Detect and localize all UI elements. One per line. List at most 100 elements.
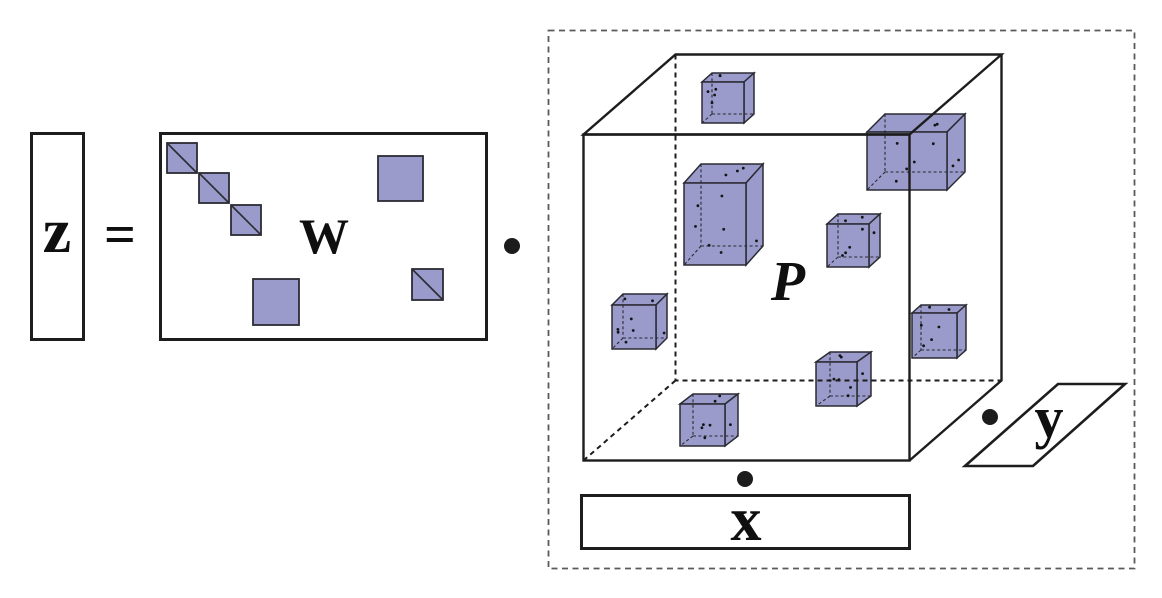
scatter-dot [844, 219, 847, 223]
x-vector-box [580, 494, 911, 550]
scatter-dot [718, 74, 722, 78]
scatter-dot [720, 194, 724, 198]
scatter-dot [846, 394, 850, 398]
tensor-cube [825, 212, 882, 269]
scatter-dot [741, 166, 745, 170]
scatter-dot [702, 423, 705, 426]
scatter-dot [631, 329, 635, 332]
w-label: W [299, 208, 349, 264]
scatter-dot [629, 317, 633, 321]
cube-front-face [683, 182, 747, 266]
scatter-dot [937, 325, 941, 329]
multiply-dot-2 [737, 471, 753, 487]
cube-front-face [911, 312, 958, 359]
scatter-dot [841, 254, 844, 257]
scatter-dot [714, 87, 718, 91]
scatter-dot [707, 243, 711, 247]
cube-hidden-edge [826, 256, 839, 268]
scatter-dot [719, 251, 723, 254]
scatter-dot [616, 330, 620, 334]
scatter-dot [861, 227, 864, 231]
cube-front-face [826, 223, 870, 268]
scatter-dot [872, 231, 876, 235]
cube-front-face [701, 81, 745, 124]
scatter-dot [662, 331, 666, 335]
tensor-box-hidden-edges [582, 54, 1002, 462]
scatter-dot [930, 338, 933, 341]
scatter-dot [724, 173, 728, 177]
tensor-cube [677, 392, 741, 448]
tensor-box-right-face [908, 54, 1003, 462]
scatter-dot [755, 239, 758, 243]
scatter-dot [651, 299, 654, 303]
scatter-dot [713, 93, 716, 97]
scatter-dot [894, 179, 898, 183]
scatter-dot [710, 101, 714, 105]
cube-hidden-edge [911, 349, 922, 359]
scatter-dot [919, 323, 923, 327]
w-block [230, 204, 262, 236]
w-block [166, 142, 198, 174]
w-block-diagonal [198, 172, 230, 204]
scatter-dot [912, 160, 916, 164]
w-block-diagonal [230, 204, 262, 236]
equals-sign: = [104, 204, 136, 266]
scatter-dot [895, 142, 899, 145]
scatter-dot [922, 344, 925, 348]
scatter-dot [713, 399, 717, 403]
w-matrix-box [159, 132, 488, 341]
scatter-dot [703, 436, 707, 440]
tensor-cubes [610, 71, 968, 448]
tensor-cube [682, 162, 765, 267]
scatter-dot [718, 394, 722, 398]
cube-hidden-edge [815, 395, 831, 407]
cube-front-face [866, 131, 948, 191]
scatter-dot [933, 123, 937, 127]
scatter-dot [616, 328, 620, 331]
cube-hidden-edge [683, 245, 702, 266]
w-block [411, 268, 444, 301]
scatter-dot [928, 305, 931, 309]
scatter-dot [832, 377, 836, 381]
cube-front-face [611, 304, 657, 350]
cube-right-face [724, 392, 739, 448]
scatter-dot [736, 169, 739, 173]
p-label: P [770, 251, 806, 313]
scatter-dot [849, 386, 852, 389]
scatter-dot [931, 142, 935, 146]
w-matrix-blocks [166, 142, 444, 326]
cube-hidden-edge [611, 337, 624, 350]
tensor-cube [610, 292, 669, 351]
cube-hidden-edge [701, 113, 713, 124]
cube-front-face [815, 361, 858, 407]
dashed-region-border [547, 29, 1136, 570]
multiply-dot-1 [504, 238, 520, 254]
w-block-square [377, 155, 424, 202]
scatter-dot [706, 90, 710, 93]
scatter-dot [957, 158, 960, 162]
scatter-dot [700, 426, 704, 430]
scatter-dot [935, 122, 939, 126]
scatter-dot [722, 227, 726, 231]
w-block-square [252, 278, 300, 326]
scatter-dot [839, 355, 843, 359]
tensor-cube [700, 71, 756, 125]
x-label: x [731, 486, 762, 554]
cube-right-face [868, 212, 881, 269]
scatter-dot [947, 308, 951, 311]
scatter-dot [860, 215, 864, 219]
tensor-cube [865, 112, 967, 192]
cube-right-face [745, 162, 764, 267]
tensor-cube [813, 350, 874, 408]
z-label: z [43, 195, 71, 266]
w-block [377, 155, 424, 202]
y-vector-plane [961, 382, 1129, 468]
w-block-diagonal [411, 268, 444, 301]
y-label: y [1035, 385, 1064, 450]
tensor-box-front-face [582, 133, 911, 462]
cube-hidden-edge [866, 171, 886, 191]
cube-right-face [856, 350, 872, 408]
scatter-dot [848, 245, 852, 249]
tensor-cube [910, 303, 968, 360]
